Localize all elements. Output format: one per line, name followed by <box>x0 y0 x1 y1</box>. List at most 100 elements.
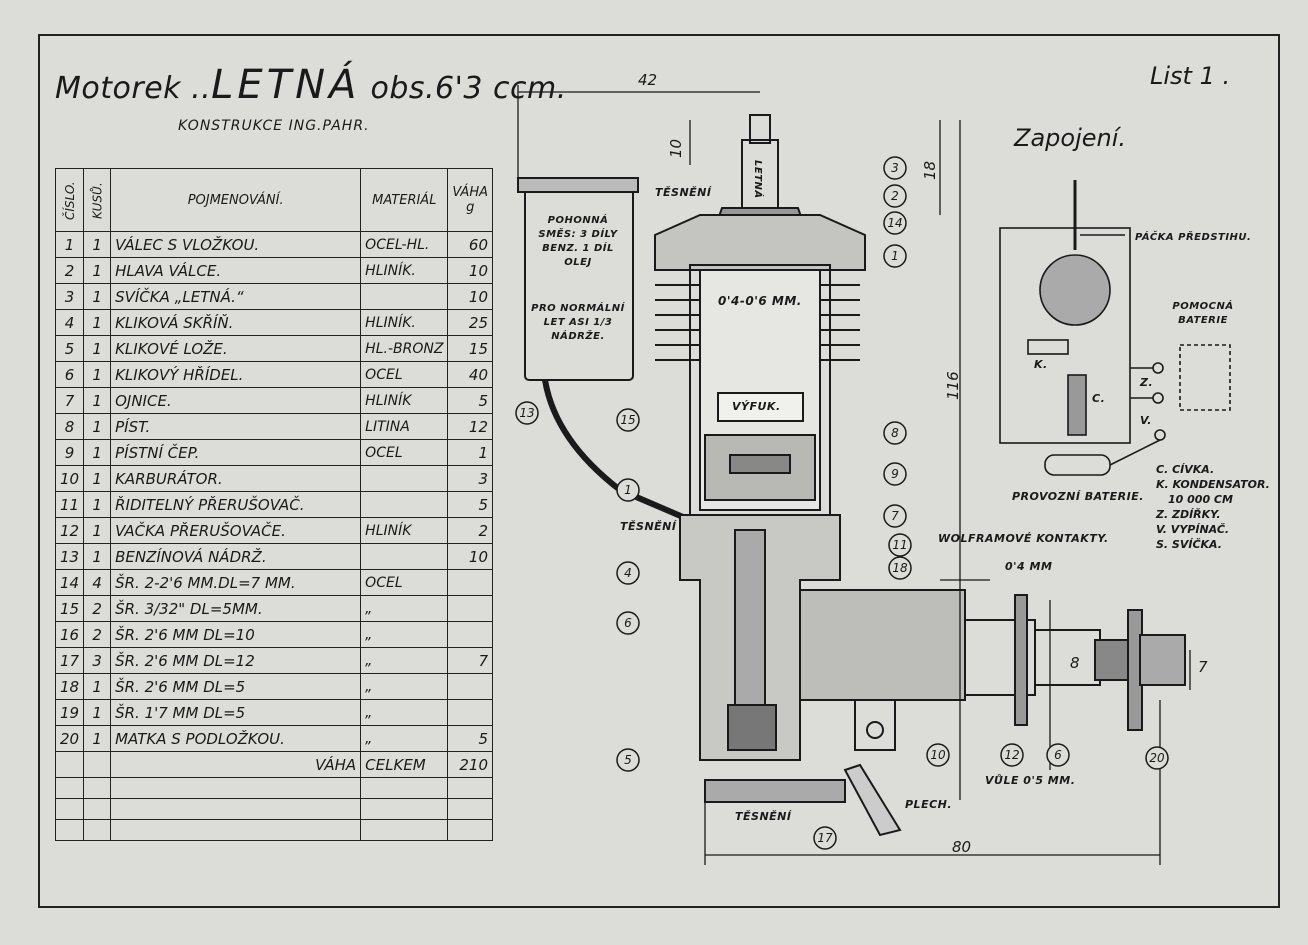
tungsten-label: WOLFRAMOVÉ KONTAKTY. <box>938 532 1109 545</box>
callout-text-6b: 6 <box>624 616 632 630</box>
legend-item: 10 000 CM <box>1168 493 1233 506</box>
callout-7 <box>883 504 907 528</box>
part-weight: 1 <box>447 439 493 466</box>
wiring-title: Zapojení. <box>1014 124 1127 152</box>
title-suffix: obs.6'3 ccm. <box>370 71 567 106</box>
part-material: „ <box>360 699 449 726</box>
fuel-tank-cap <box>517 177 639 193</box>
part-number: 9 <box>54 439 85 466</box>
callout-6 <box>1046 743 1070 767</box>
blank-row <box>54 819 493 841</box>
total-empty-1 <box>54 751 85 778</box>
callout-14 <box>883 211 907 235</box>
part-number: 6 <box>54 361 85 388</box>
legend-item: S. SVÍČKA. <box>1156 538 1222 551</box>
part-material: HLINÍK <box>360 387 449 414</box>
drawing-title: Motorek ..LETNÁ obs.6'3 ccm. <box>55 62 567 108</box>
dimension-texts: 42 10 18 116 80 8 7 <box>638 71 1208 856</box>
part-count: 1 <box>83 231 112 258</box>
part-count: 1 <box>83 439 112 466</box>
callout-2 <box>883 184 907 208</box>
callout-9 <box>883 462 907 486</box>
drawing-subtitle: KONSTRUKCE ING.PAHR. <box>178 118 370 134</box>
callout-13 <box>515 401 539 425</box>
callout-text-1b: 1 <box>624 483 632 497</box>
sheet-metal-label: PLECH. <box>905 798 953 811</box>
gap-label: 0'4 MM <box>1005 560 1053 573</box>
callout-text-12: 12 <box>1004 748 1019 762</box>
callout-text-6: 6 <box>1054 748 1062 762</box>
cylinder-head <box>654 214 866 271</box>
coil-label: C. <box>1092 392 1106 405</box>
wiring-diagram <box>999 180 1231 476</box>
spark-plug-tip <box>749 114 771 144</box>
part-count: 1 <box>83 361 112 388</box>
condenser <box>1027 339 1069 355</box>
part-material: „ <box>360 595 449 622</box>
part-name: KLIKOVÉ LOŽE. <box>110 335 362 362</box>
callout-text-15: 15 <box>620 413 635 427</box>
part-number: 20 <box>54 725 85 752</box>
callout-text-10: 10 <box>930 748 946 762</box>
part-material: OCEL <box>360 361 449 388</box>
part-weight: 3 <box>447 465 493 492</box>
dim-116: 116 <box>944 371 962 400</box>
legend-item: V. VYPÍNAČ. <box>1156 523 1230 536</box>
part-name: HLAVA VÁLCE. <box>110 257 362 284</box>
total-label: VÁHA <box>110 751 362 778</box>
bore-label: 0'4-0'6 MM. <box>718 294 802 308</box>
header-material: MATERIÁL <box>360 168 449 232</box>
callout-text-13: 13 <box>519 406 534 420</box>
part-name: KLIKOVÁ SKŘÍŇ. <box>110 309 362 336</box>
blank-cell <box>447 819 493 841</box>
tank-label-2: PRO NORMÁLNÍ LET ASI 1/3 NÁDRŽE. <box>531 303 625 342</box>
part-number: 13 <box>54 543 85 570</box>
title-prefix: Motorek <box>55 71 182 106</box>
base-plate <box>704 779 846 803</box>
part-weight <box>447 699 493 726</box>
clearance-label: VŮLE 0'5 MM. <box>985 774 1076 787</box>
part-weight: 15 <box>447 335 493 362</box>
callout-text-1: 1 <box>891 249 899 263</box>
seal-mid-label: TĚSNĚNÍ <box>620 520 677 533</box>
exhaust-label: VÝFUK. <box>732 400 781 413</box>
switch-label: V. <box>1140 414 1152 427</box>
part-name: ŠR. 2-2'6 MM.DL=7 MM. <box>110 569 362 596</box>
part-count: 1 <box>83 725 112 752</box>
callout-4 <box>616 561 640 585</box>
carburettor-jet <box>866 721 884 739</box>
coil <box>1067 374 1087 436</box>
dim-7: 7 <box>1198 658 1208 676</box>
part-weight: 12 <box>447 413 493 440</box>
part-weight <box>447 569 493 596</box>
fuel-line <box>542 379 692 523</box>
callout-text-8: 8 <box>891 426 899 440</box>
callout-20 <box>1145 746 1169 770</box>
legend-item: K. KONDENSATOR. <box>1156 478 1270 491</box>
callout-text-17: 17 <box>817 831 833 845</box>
part-material: OCEL-HL. <box>360 231 449 258</box>
callout-text-4: 4 <box>624 566 632 580</box>
wiring-board <box>999 227 1131 444</box>
part-number: 19 <box>54 699 85 726</box>
callout-8 <box>883 421 907 445</box>
wiring-legend: C. CÍVKA. K. KONDENSATOR. 10 000 CM Z. Z… <box>1156 462 1270 552</box>
part-material: „ <box>360 647 449 674</box>
switch <box>1154 429 1166 441</box>
dim-8: 8 <box>1070 654 1080 672</box>
lever-label: PÁČKA PŘEDSTIHU. <box>1135 232 1252 243</box>
piston-pin <box>729 454 791 474</box>
part-name: ŠR. 2'6 MM DL=10 <box>110 621 362 648</box>
part-count: 1 <box>83 335 112 362</box>
exhaust-port <box>717 392 804 422</box>
part-weight: 10 <box>447 283 493 310</box>
